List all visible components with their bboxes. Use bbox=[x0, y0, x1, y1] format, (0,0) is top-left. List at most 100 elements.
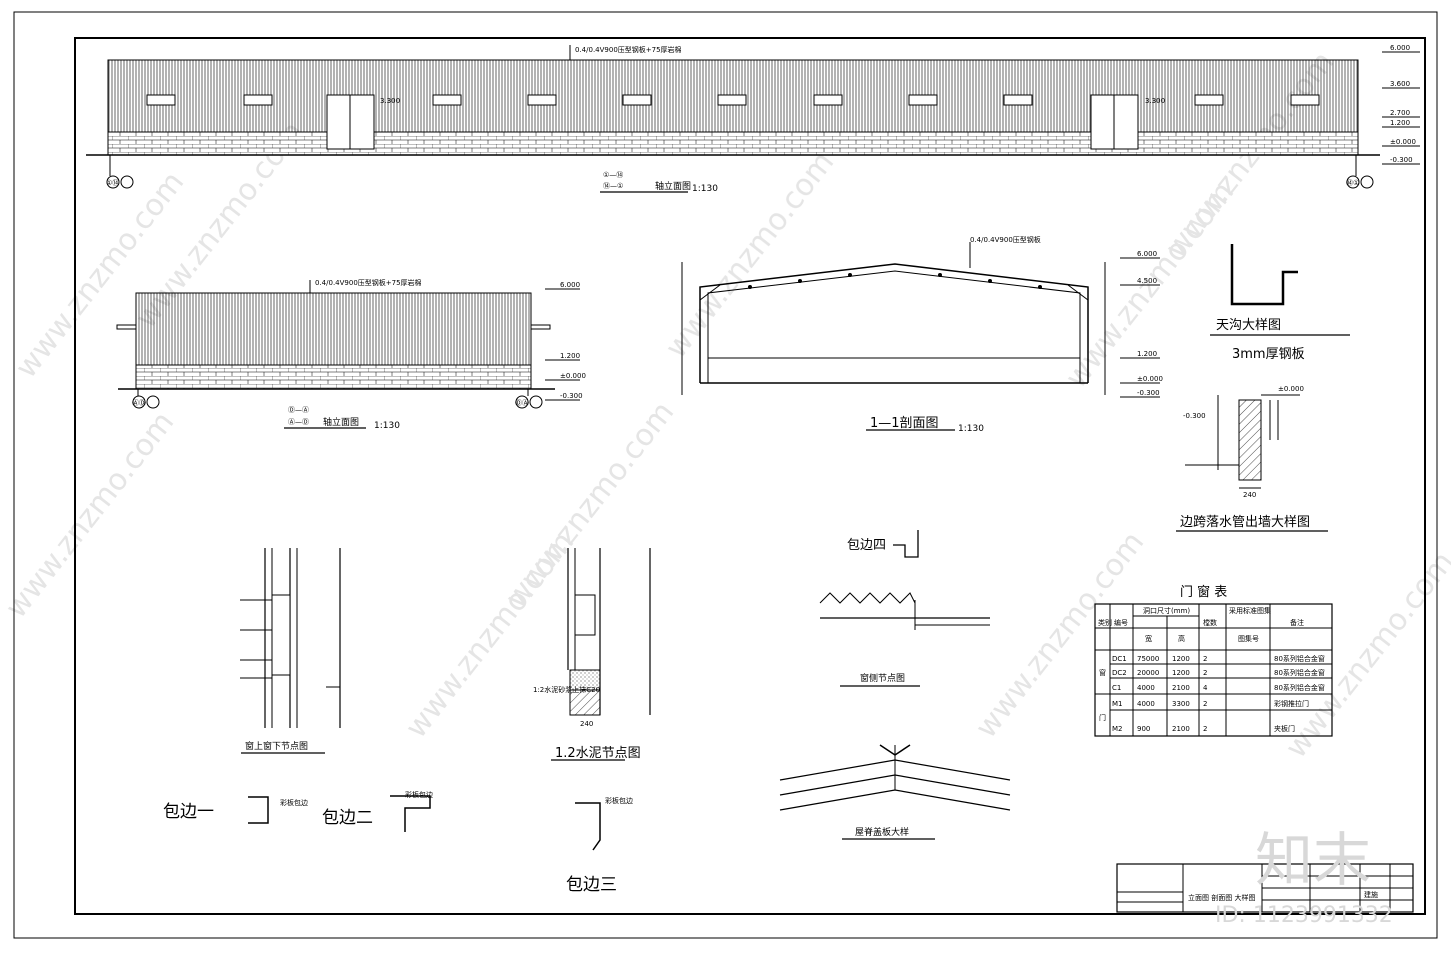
title-axis: ⑭—① bbox=[603, 182, 623, 190]
svg-text:1200: 1200 bbox=[1172, 669, 1190, 677]
drawing-number: 建施 bbox=[1364, 890, 1378, 899]
water-node: 240 1:2水泥砂浆上抹C20 1.2水泥节点图 bbox=[533, 548, 651, 761]
wrap-label: 包边三 bbox=[566, 875, 617, 895]
inner-frame bbox=[74, 37, 1426, 915]
outer-frame bbox=[13, 11, 1438, 939]
svg-text:3300: 3300 bbox=[1172, 700, 1190, 708]
portal-frame-inner bbox=[707, 270, 1081, 383]
front-levels: 6.000 3.600 2.700 1.200 ±0.000 -0.300 bbox=[1382, 44, 1420, 165]
header-cell: 编号 bbox=[1114, 618, 1128, 627]
roof-note: 0.4/0.4V900压型钢板+75厚岩棉 bbox=[575, 45, 682, 54]
door-level: 3.300 bbox=[1145, 97, 1165, 105]
wrap-details: 包边一 彩板包边 包边二 彩板包边 彩板包边 包边三 包边四 bbox=[163, 530, 919, 895]
door-level: 3.300 bbox=[380, 97, 400, 105]
id-watermark: ID: 1123991332 bbox=[1215, 903, 1393, 928]
window bbox=[432, 94, 462, 106]
window-node: 窗上窗下节点图 bbox=[240, 548, 341, 754]
level-label: ±0.000 bbox=[1390, 138, 1416, 146]
axis-bubble bbox=[1346, 175, 1360, 189]
level-label: 1.200 bbox=[1137, 350, 1157, 358]
wrap-label: 包边四 bbox=[847, 538, 886, 553]
svg-text:4000: 4000 bbox=[1137, 684, 1155, 692]
level-label: 6.000 bbox=[1137, 250, 1157, 258]
axis-bubble bbox=[120, 175, 134, 189]
window bbox=[622, 94, 652, 106]
window-node-title: 窗上窗下节点图 bbox=[245, 740, 308, 752]
wrap-label: 包边二 bbox=[322, 808, 373, 828]
svg-text:2100: 2100 bbox=[1172, 725, 1190, 733]
window bbox=[1194, 94, 1224, 106]
axis-label: ①⑭ bbox=[106, 179, 119, 187]
axis-label: ⒶⒹ bbox=[132, 399, 146, 407]
svg-text:M2: M2 bbox=[1112, 725, 1123, 733]
svg-text:2: 2 bbox=[1203, 700, 1207, 708]
svg-text:C1: C1 bbox=[1112, 684, 1121, 692]
svg-text:20000: 20000 bbox=[1137, 669, 1159, 677]
level-label: -0.300 bbox=[1390, 156, 1413, 164]
window-side-title: 窗侧节点图 bbox=[860, 672, 905, 684]
side-levels: 6.000 1.200 ±0.000 -0.300 bbox=[545, 281, 586, 401]
table-row: M2 900 2100 2 夹板门 bbox=[1112, 724, 1295, 733]
title-block: 立面图 剖面图 大样图 建施 bbox=[1116, 863, 1414, 913]
window bbox=[146, 94, 176, 106]
window bbox=[527, 94, 557, 106]
level-label: 2.700 bbox=[1390, 109, 1410, 117]
canopy-left bbox=[116, 324, 137, 330]
dim-label: 240 bbox=[580, 720, 593, 728]
door-window-table: 门 窗 表 类别 编号 洞口尺寸(mm) 樘数 采用标准图集 备注 宽 高 图集… bbox=[1094, 584, 1333, 737]
section-levels: 6.000 4.500 1.200 ±0.000 -0.300 bbox=[1120, 250, 1163, 398]
header-cell: 图集号 bbox=[1238, 634, 1259, 643]
svg-text:900: 900 bbox=[1137, 725, 1150, 733]
svg-text:2: 2 bbox=[1203, 669, 1207, 677]
svg-text:75000: 75000 bbox=[1137, 655, 1159, 663]
wrap-label: 包边一 bbox=[163, 802, 214, 822]
svg-text:M1: M1 bbox=[1112, 700, 1123, 708]
level-label: 4.500 bbox=[1137, 277, 1157, 285]
level-label: 6.000 bbox=[560, 281, 580, 289]
svg-text:DC2: DC2 bbox=[1112, 669, 1127, 677]
svg-text:DC1: DC1 bbox=[1112, 655, 1127, 663]
level-label: -0.300 bbox=[1137, 389, 1160, 397]
axis-bubble bbox=[1360, 175, 1374, 189]
watermark-text: www.znzmo.com bbox=[969, 525, 1151, 745]
front-doors bbox=[326, 94, 1139, 150]
svg-text:80系列铝合金窗: 80系列铝合金窗 bbox=[1274, 683, 1325, 692]
window bbox=[243, 94, 273, 106]
table-row: DC1 75000 1200 2 80系列铝合金窗 bbox=[1112, 654, 1325, 663]
header-cell: 高 bbox=[1178, 634, 1185, 643]
axis-bubble bbox=[106, 175, 120, 189]
front-windows bbox=[146, 94, 1320, 106]
level-label: -0.300 bbox=[1183, 412, 1206, 420]
window-side-node: 窗侧节点图 bbox=[819, 592, 990, 687]
gutter-profile bbox=[1230, 244, 1298, 306]
dim-label: 240 bbox=[1243, 491, 1256, 499]
roof-note: 0.4/0.4V900压型钢板+75厚岩棉 bbox=[315, 278, 422, 287]
table-row: DC2 20000 1200 2 80系列铝合金窗 bbox=[1112, 668, 1325, 677]
ridge-title: 屋脊盖板大样 bbox=[855, 826, 909, 838]
side-cladding bbox=[135, 292, 532, 366]
section-title: 1—1剖面图 bbox=[870, 416, 939, 431]
table-row: C1 4000 2100 4 80系列铝合金窗 bbox=[1112, 683, 1325, 692]
header-cell: 樘数 bbox=[1203, 618, 1217, 627]
table-title: 门 窗 表 bbox=[1180, 584, 1227, 600]
brick-base bbox=[569, 689, 601, 716]
svg-text:4000: 4000 bbox=[1137, 700, 1155, 708]
header-cell: 洞口尺寸(mm) bbox=[1143, 606, 1190, 615]
node-note: 1:2水泥砂浆上抹C20 bbox=[533, 685, 600, 694]
brand-watermark: 知末 bbox=[1255, 826, 1371, 894]
side-brick-base bbox=[135, 364, 532, 390]
front-brick-base bbox=[107, 131, 1359, 156]
level-label: 1.200 bbox=[1390, 119, 1410, 127]
wrap-tag: 彩板包边 bbox=[605, 796, 633, 805]
table-row: M1 4000 3300 2 彩钢推拉门 bbox=[1112, 699, 1309, 708]
downpipe-title: 边跨落水管出墙大样图 bbox=[1180, 515, 1310, 530]
level-label: 3.600 bbox=[1390, 80, 1410, 88]
gutter-detail: 天沟大样图 3mm厚钢板 bbox=[1210, 244, 1350, 362]
level-label: ±0.000 bbox=[1278, 385, 1304, 393]
header-cell: 类别 bbox=[1098, 618, 1112, 627]
axis-label: ⒹⒶ bbox=[515, 399, 529, 407]
scale-label: 1:130 bbox=[374, 421, 400, 431]
canopy-right bbox=[530, 324, 551, 330]
gutter-title: 天沟大样图 bbox=[1216, 318, 1281, 333]
